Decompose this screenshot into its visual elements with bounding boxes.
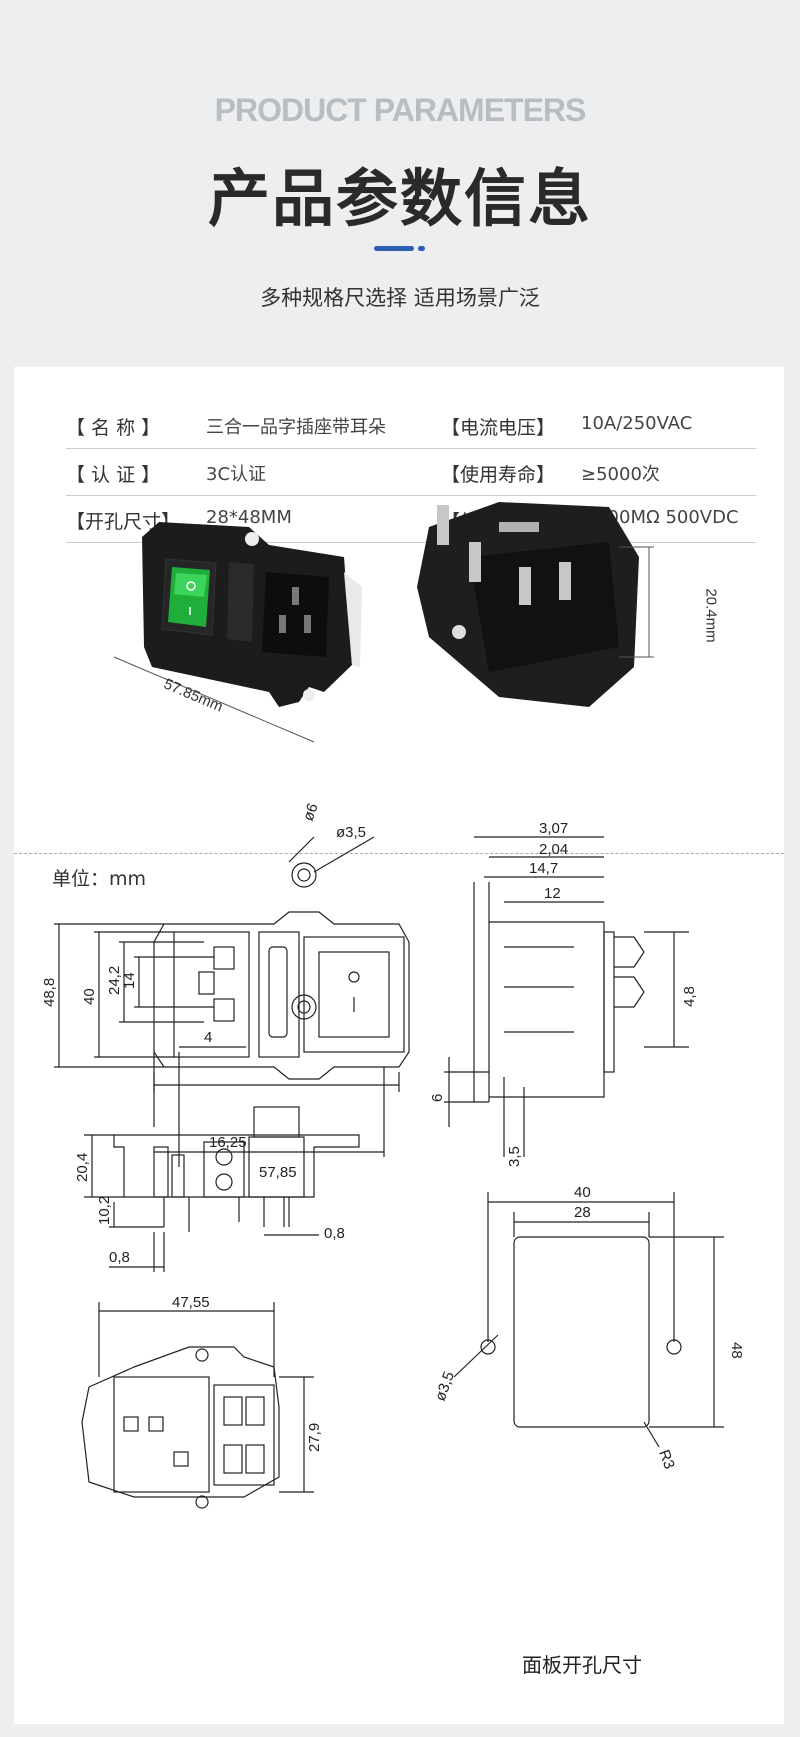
param-value: 28*48MM xyxy=(206,507,292,528)
header-section: PRODUCT PARAMETERS 产品参数信息 多种规格尺选择 适用场景广泛 xyxy=(0,0,800,365)
subtitle: 多种规格尺选择 适用场景广泛 xyxy=(260,286,540,310)
param-value: 三合一品字插座带耳朵 xyxy=(206,417,386,438)
param-label: 【 名 称 】 xyxy=(66,417,161,439)
dim-14: 14 xyxy=(121,972,138,989)
dim-12: 12 xyxy=(544,885,561,902)
dim-20-4: 20,4 xyxy=(74,1153,91,1182)
dim-6: 6 xyxy=(429,1094,446,1102)
dim-48-8: 48,8 xyxy=(41,978,58,1007)
content-card: 【 名 称 】 三合一品字插座带耳朵 【电流电压】 10A/250VAC 【 认… xyxy=(14,367,784,1724)
panel-cutout: 40 28 48 ø3,5 R3 xyxy=(432,1184,745,1471)
dim-d35: ø3,5 xyxy=(336,824,366,841)
dim-14-7: 14,7 xyxy=(529,860,558,877)
section-divider xyxy=(14,853,784,854)
dim-3-07: 3,07 xyxy=(539,820,568,837)
table-row: 【 名 称 】 三合一品字插座带耳朵 【电流电压】 10A/250VAC xyxy=(66,402,756,449)
dim-3-5: 3,5 xyxy=(506,1146,523,1167)
unit-label: 单位：mm xyxy=(52,868,147,890)
side-view: 3,07 2,04 14,7 12 4,8 6 3,5 xyxy=(429,820,698,1167)
param-label: 【电流电压】 xyxy=(441,417,556,439)
rear-view: 47,55 27,9 xyxy=(81,1294,323,1509)
param-label: 【使用寿命】 xyxy=(441,464,556,486)
dim-2-04: 2,04 xyxy=(539,841,568,858)
dim-40: 40 xyxy=(81,988,98,1005)
dim-panel-48: 48 xyxy=(728,1342,745,1359)
section-view: 20,4 10,2 0,8 0,8 xyxy=(74,1106,360,1272)
dim-4: 4 xyxy=(204,1029,212,1046)
dim-57-85: 57,85 xyxy=(259,1164,297,1181)
dim-panel-28: 28 xyxy=(574,1204,591,1221)
accent-dot xyxy=(418,246,425,251)
dim-0-8-left: 0,8 xyxy=(109,1249,130,1266)
dim-24-2: 24,2 xyxy=(106,966,123,995)
param-value: 3C认证 xyxy=(206,464,267,485)
dim-d6: ø6 xyxy=(300,801,322,823)
chinese-title: 产品参数信息 xyxy=(207,162,592,235)
dim-panel-40: 40 xyxy=(574,1184,591,1201)
dim-0-8-right: 0,8 xyxy=(324,1225,345,1242)
dim-4-8: 4,8 xyxy=(681,986,698,1007)
accent-bar xyxy=(374,246,414,251)
param-value: ≥5000次 xyxy=(581,464,660,485)
dim-10-2: 10,2 xyxy=(96,1196,113,1225)
front-view: ø6 ø3,5 48,8 40 24,2 14 4 16,25 57,85 xyxy=(41,801,410,1181)
param-label: 【开孔尺寸】 xyxy=(66,511,181,533)
dim-panel-d35: ø3,5 xyxy=(432,1369,458,1403)
product-photo-front xyxy=(113,522,362,743)
dim-47-55: 47,55 xyxy=(172,1294,210,1311)
table-row: 【 认 证 】 3C认证 【使用寿命】 ≥5000次 xyxy=(66,449,756,496)
dim-panel-r3: R3 xyxy=(655,1448,678,1472)
parameter-table: 【 名 称 】 三合一品字插座带耳朵 【电流电压】 10A/250VAC 【 认… xyxy=(66,402,756,543)
panel-cutout-label: 面板开孔尺寸 xyxy=(522,1653,642,1677)
param-value: ≥100MΩ 500VDC xyxy=(581,507,739,528)
param-value: 10A/250VAC xyxy=(581,413,693,434)
english-title: PRODUCT PARAMETERS xyxy=(214,92,587,128)
product-photo-rear xyxy=(417,502,654,707)
dim-27-9: 27,9 xyxy=(306,1423,323,1452)
technical-drawing: ø6 ø3,5 48,8 40 24,2 14 4 16,25 57,85 xyxy=(41,801,745,1509)
param-label: 【 认 证 】 xyxy=(66,464,161,486)
